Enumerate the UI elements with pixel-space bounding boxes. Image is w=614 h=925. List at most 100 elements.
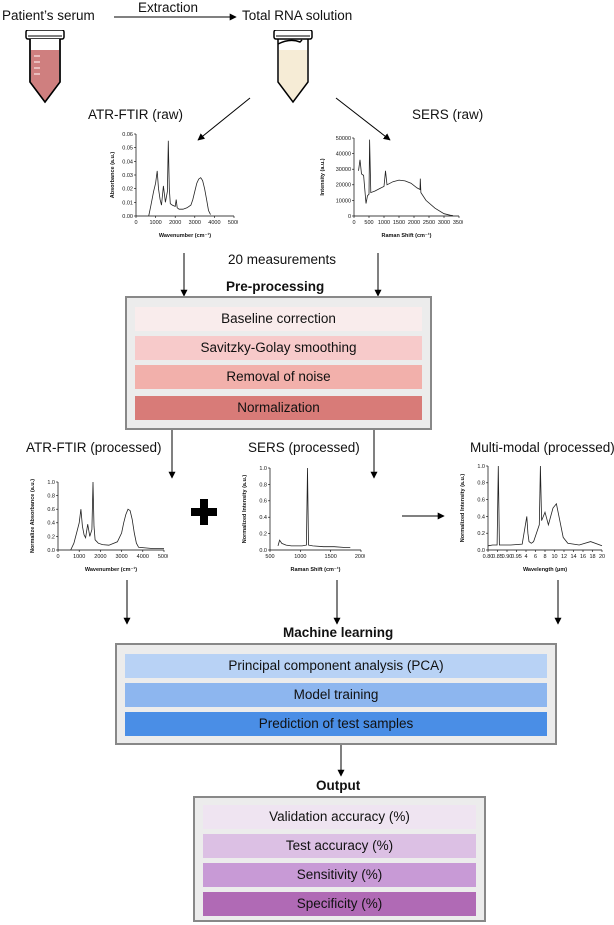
y-tick-label: 0.2 (47, 534, 55, 540)
x-tick-label: 0 (134, 220, 137, 226)
y-tick-label: 10000 (336, 198, 351, 204)
x-tick-label: 2500 (423, 220, 435, 226)
y-tick-label: 0.8 (47, 494, 55, 500)
y-axis-label: Normalize Absorbance (a.u.) (30, 479, 36, 553)
preprocessing-title: Pre-processing (226, 279, 325, 294)
x-tick-label: 4000 (208, 220, 220, 226)
x-tick-label: 0.95 (511, 554, 522, 560)
x-tick-label: 1500 (325, 554, 337, 560)
x-tick-label: 1000 (149, 220, 161, 226)
series-line (358, 139, 454, 217)
x-axis-label: Raman Shift (cm⁻¹) (382, 232, 432, 238)
series-line (148, 140, 211, 217)
x-tick-label: 12 (561, 554, 567, 560)
x-tick-label: 16 (580, 554, 586, 560)
y-tick-label: 0.05 (122, 146, 133, 152)
y-tick-label: 0.2 (259, 532, 267, 538)
x-tick-label: 0.80 (483, 554, 494, 560)
x-tick-label: 3000 (189, 220, 201, 226)
x-tick-label: 4000 (137, 554, 149, 560)
x-tick-label: 5000 (158, 554, 168, 560)
x-tick-label: 2000 (169, 220, 181, 226)
y-tick-label: 1.0 (47, 480, 55, 486)
y-tick-label: 0.06 (122, 132, 133, 138)
y-tick-label: 0.2 (477, 531, 485, 537)
y-tick-label: 30000 (336, 167, 351, 173)
x-axis-label: Wavelength (μm) (523, 567, 567, 572)
y-tick-label: 0.6 (47, 507, 55, 513)
ml-step: Principal component analysis (PCA) (125, 654, 547, 678)
x-tick-label: 18 (589, 554, 595, 560)
measurements-label: 20 measurements (228, 252, 337, 267)
y-tick-label: 1.0 (259, 466, 267, 472)
ftir-processed-title: ATR-FTIR (processed) (26, 440, 162, 455)
y-tick-label: 0.0 (259, 548, 267, 554)
x-tick-label: 4 (524, 554, 527, 560)
chart-sers-raw: 0500100015002000250030003500010000200003… (318, 132, 465, 243)
chart-ftir-processed: 0100020003000400050000.00.20.40.60.81.0W… (28, 476, 170, 577)
y-tick-label: 0.6 (477, 498, 485, 504)
x-tick-label: 0 (56, 554, 59, 560)
output-step: Validation accuracy (%) (203, 805, 476, 829)
y-tick-label: 0 (348, 214, 351, 220)
x-axis-label: Raman Shift (cm⁻¹) (291, 566, 341, 572)
output-step: Test accuracy (%) (203, 834, 476, 858)
series-line (70, 481, 164, 551)
serum-label: Patient’s serum (2, 8, 95, 23)
x-axis-label: Wavenumber (cm⁻¹) (85, 566, 137, 572)
to-ftir-raw-arrow (197, 97, 251, 141)
preprocess-step: Removal of noise (135, 365, 422, 389)
y-axis-label: Intensity (a.u.) (320, 158, 326, 195)
output-title: Output (316, 778, 361, 793)
to-sers-raw-arrow (335, 97, 391, 141)
preprocess-step: Normalization (135, 396, 422, 420)
y-tick-label: 0.4 (477, 514, 485, 520)
plus-icon (191, 499, 217, 525)
serum-tube-icon (25, 30, 65, 104)
x-tick-label: 500 (265, 554, 274, 560)
series-line (487, 465, 603, 547)
y-tick-label: 0.4 (259, 515, 267, 521)
rna-solution-label: Total RNA solution (242, 8, 353, 23)
x-tick-label: 3000 (115, 554, 127, 560)
y-tick-label: 0.00 (122, 214, 133, 220)
y-tick-label: 0.04 (122, 159, 133, 165)
x-tick-label: 1000 (73, 554, 85, 560)
x-tick-label: 1000 (294, 554, 306, 560)
ml-title: Machine learning (283, 625, 394, 640)
y-tick-label: 0.6 (259, 499, 267, 505)
x-tick-label: 6 (534, 554, 537, 560)
x-tick-label: 8 (543, 554, 546, 560)
y-tick-label: 0.8 (259, 482, 267, 488)
x-tick-label: 2000 (94, 554, 106, 560)
y-tick-label: 0.02 (122, 187, 133, 193)
ml-step: Model training (125, 683, 547, 707)
x-tick-label: 5000 (228, 220, 238, 226)
ftir-raw-title: ATR-FTIR (raw) (88, 107, 183, 122)
y-axis-label: Normalized Intensity (a.u.) (460, 474, 466, 543)
ml-panel: Principal component analysis (PCA) Model… (115, 643, 557, 745)
x-tick-label: 3000 (438, 220, 450, 226)
y-tick-label: 0.0 (47, 548, 55, 554)
multimodal-processed-title: Multi-modal (processed) (470, 440, 614, 455)
x-tick-label: 2000 (355, 554, 365, 560)
preprocess-step: Savitzky-Golay smoothing (135, 336, 422, 360)
y-tick-label: 40000 (336, 152, 351, 158)
output-step: Sensitivity (%) (203, 863, 476, 887)
output-step: Specificity (%) (203, 892, 476, 916)
y-tick-label: 0.8 (477, 481, 485, 487)
x-tick-label: 10 (551, 554, 557, 560)
y-tick-label: 0.0 (477, 548, 485, 554)
y-axis-label: Absorbance (a.u.) (110, 152, 116, 199)
ml-step: Prediction of test samples (125, 712, 547, 736)
y-tick-label: 0.03 (122, 173, 133, 179)
x-tick-label: 0.85 (492, 554, 503, 560)
x-tick-label: 0 (352, 220, 355, 226)
y-axis-label: Normalized Intensity (a.u.) (242, 475, 248, 544)
y-tick-label: 1.0 (477, 464, 485, 470)
preprocess-step: Baseline correction (135, 307, 422, 331)
x-tick-label: 500 (364, 220, 373, 226)
